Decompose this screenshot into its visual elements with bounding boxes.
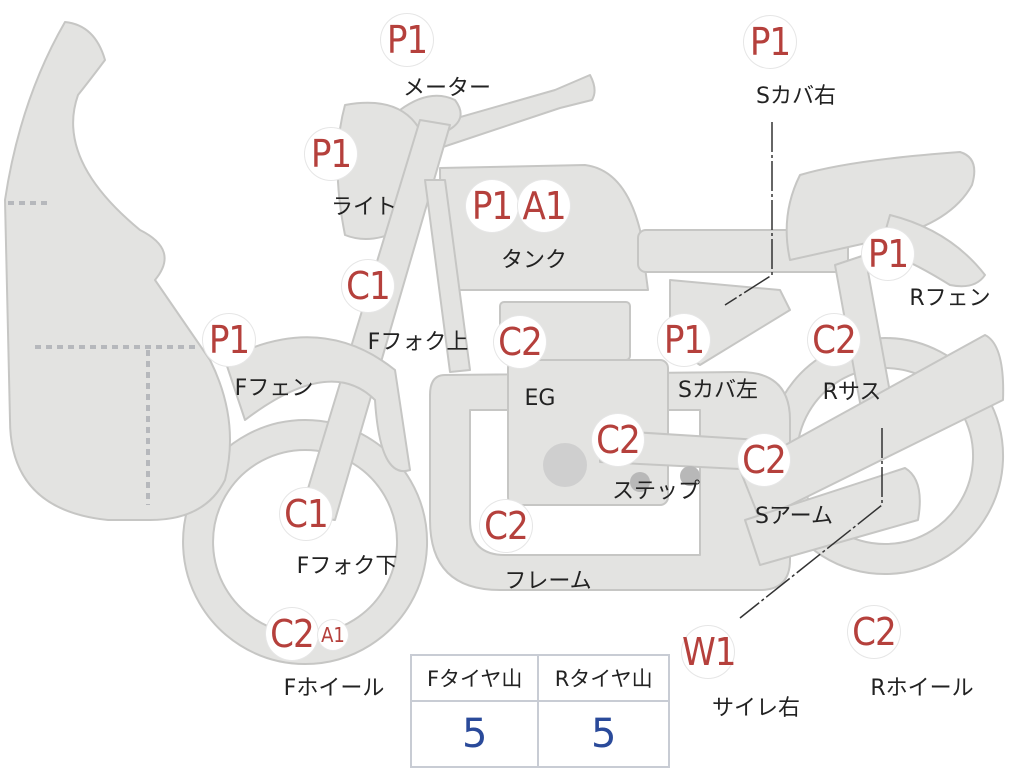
- r-wheel-label: Rホイール: [870, 676, 974, 701]
- f-wheel-badge-2: A1: [318, 620, 348, 650]
- s-cover-right-label: Sカバ右: [756, 84, 836, 109]
- tire-tread-table: Fタイヤ山 Rタイヤ山 5 5: [409, 654, 670, 768]
- light-label: ライト: [330, 195, 398, 220]
- r-fender-label: Rフェン: [909, 286, 991, 311]
- front-tire-value: 5: [409, 700, 540, 768]
- f-fork-lower-badge-1: C1: [280, 488, 332, 540]
- swing-arm-badge-1: C2: [738, 434, 790, 486]
- f-fork-upper-badge-1: C1: [342, 260, 394, 312]
- f-wheel-badge-1: C2: [266, 608, 318, 660]
- footpeg-left: [630, 472, 650, 492]
- frame-badge-1: C2: [480, 500, 532, 552]
- tank-label: タンク: [500, 248, 568, 273]
- light-badge-1: P1: [305, 128, 357, 180]
- s-cover-left-label: Sカバ左: [678, 378, 758, 403]
- engine-badge-1: C2: [494, 316, 546, 368]
- frame-label: フレーム: [504, 569, 592, 594]
- front-fork-rear[interactable]: [424, 179, 471, 373]
- swing-arm-label: Sアーム: [755, 504, 833, 529]
- muffler-right-label: サイレ右: [711, 696, 801, 721]
- front-fender[interactable]: [224, 336, 411, 473]
- muffler-right-badge-1: W1: [682, 626, 737, 678]
- handlebar[interactable]: [414, 74, 596, 149]
- f-fender-label: Fフェン: [234, 376, 314, 401]
- rear-tire-header: Rタイヤ山: [537, 654, 670, 702]
- frame[interactable]: [429, 371, 791, 591]
- r-wheel-badge-1: C2: [848, 606, 900, 658]
- f-fork-upper-label: Fフォク上: [367, 330, 469, 355]
- s-cover-right-badge-1: P1: [744, 16, 796, 68]
- front-fork[interactable]: [299, 119, 451, 521]
- tank-badge-1: P1: [466, 180, 518, 232]
- r-suspension-label: Rサス: [822, 380, 882, 405]
- f-wheel-label: Fホイール: [283, 676, 385, 701]
- r-fender-badge-1: P1: [862, 228, 914, 280]
- step-label: ステップ: [611, 479, 701, 504]
- engine-label: EG: [524, 386, 556, 411]
- rear-tire-value: 5: [537, 700, 670, 768]
- f-fork-lower-label: Fフォク下: [296, 554, 398, 579]
- tank-badge-2: A1: [518, 180, 570, 232]
- step-badge-1: C2: [592, 414, 644, 466]
- seat-cowl[interactable]: [785, 151, 976, 261]
- leader-scover-right: [724, 122, 773, 306]
- swing-arm[interactable]: [739, 334, 1005, 521]
- muffler[interactable]: [744, 467, 921, 566]
- f-fender-badge-1: P1: [203, 314, 255, 366]
- r-suspension-badge-1: C2: [808, 314, 860, 366]
- fairing[interactable]: [4, 21, 231, 521]
- footpeg-right: [680, 466, 700, 486]
- front-tire-header: Fタイヤ山: [409, 654, 540, 702]
- s-cover-left-badge-1: P1: [658, 314, 710, 366]
- meter-badge-1: P1: [381, 14, 433, 66]
- engine-cover: [543, 443, 587, 487]
- leader-muffler-right: [739, 428, 883, 619]
- meter-label: メーター: [402, 76, 492, 101]
